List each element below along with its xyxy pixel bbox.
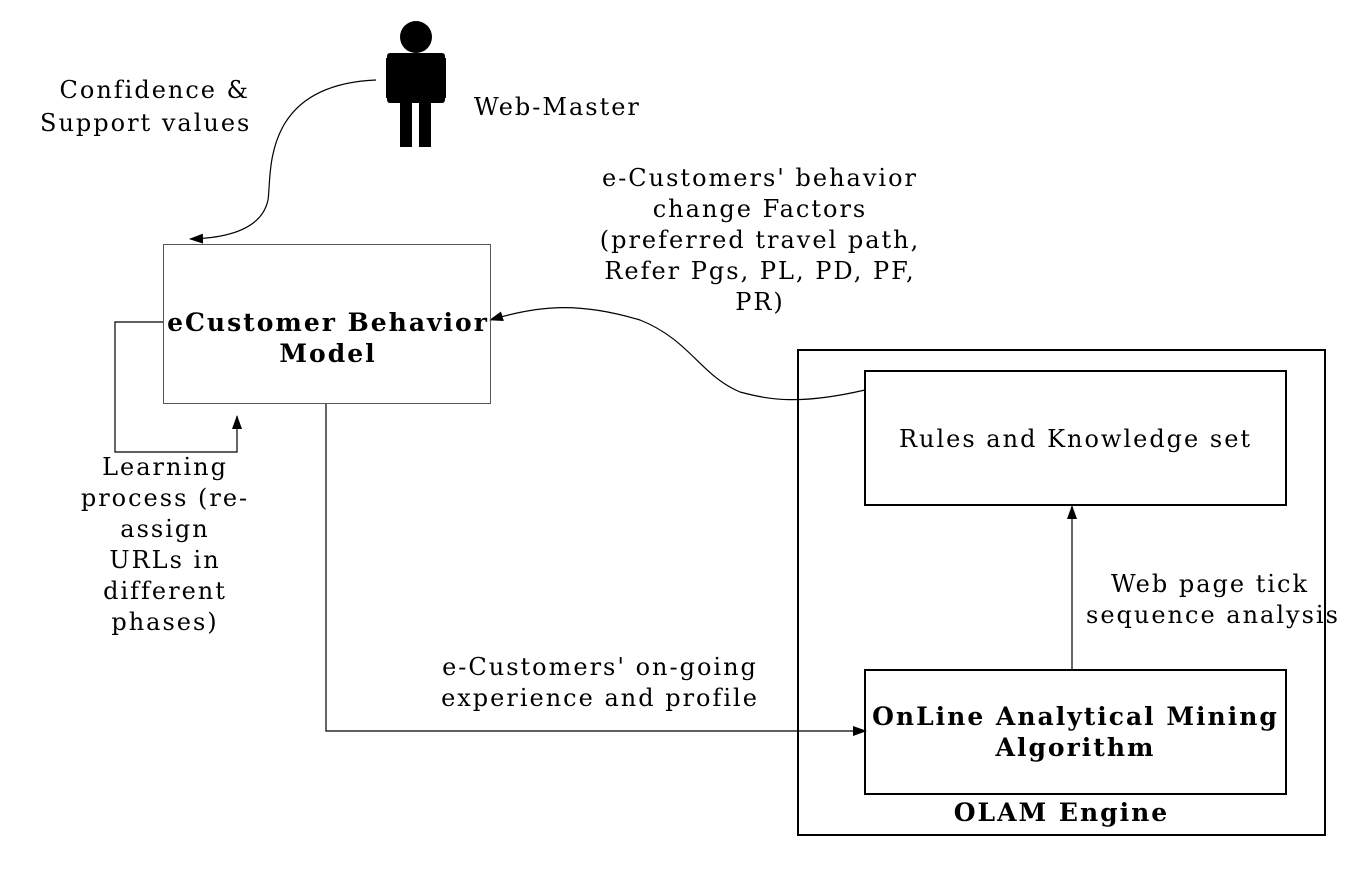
mining-line-2: Algorithm bbox=[995, 733, 1156, 762]
learning-line-6: phases) bbox=[111, 608, 219, 636]
learning-line-5: different bbox=[103, 577, 227, 605]
experience-line-1: e-Customers' on-going bbox=[442, 653, 758, 681]
olam-engine-label: OLAM Engine bbox=[953, 798, 1170, 827]
factors-line-3: (preferred travel path, bbox=[599, 226, 921, 254]
factors-line-1: e-Customers' behavior bbox=[601, 164, 918, 192]
rules-knowledge-box: Rules and Knowledge set bbox=[864, 370, 1287, 506]
learning-loop-arrow bbox=[114, 321, 242, 453]
tick-analysis-label: Web page tick sequence analysis bbox=[1086, 569, 1340, 631]
learning-line-4: URLs in bbox=[109, 546, 221, 574]
olam-engine-box bbox=[797, 349, 1326, 836]
person-icon bbox=[386, 21, 446, 147]
behavior-model-title: eCustomer Behavior Model bbox=[164, 307, 492, 369]
factors-line-4: Refer Pgs, PL, PD, PF, bbox=[604, 257, 916, 285]
behavior-model-line-2: Model bbox=[279, 339, 377, 368]
confidence-support-label: Confidence & Support values bbox=[40, 75, 250, 139]
rules-knowledge-label: Rules and Knowledge set bbox=[898, 425, 1253, 453]
behavior-model-line-1: eCustomer Behavior bbox=[167, 308, 489, 337]
behavior-model-box: eCustomer Behavior Model bbox=[163, 244, 491, 404]
webmaster-to-model-arrow bbox=[189, 79, 377, 244]
learning-line-3: assign bbox=[120, 515, 210, 543]
behavior-factors-label: e-Customers' behavior change Factors (pr… bbox=[565, 163, 955, 318]
mining-algorithm-title: OnLine Analytical Mining Algorithm bbox=[866, 701, 1285, 763]
tick-line-1: Web page tick bbox=[1110, 570, 1310, 598]
webmaster-label: Web-Master bbox=[474, 93, 641, 121]
tick-line-2: sequence analysis bbox=[1086, 601, 1340, 629]
experience-line-2: experience and profile bbox=[441, 684, 759, 712]
mining-algorithm-box: OnLine Analytical Mining Algorithm bbox=[864, 669, 1287, 795]
confidence-line-1: Confidence & bbox=[59, 76, 250, 104]
learning-process-label: Learning process (re- assign URLs in dif… bbox=[70, 452, 260, 638]
model-to-mining-arrow bbox=[325, 404, 867, 736]
mining-line-1: OnLine Analytical Mining bbox=[872, 702, 1279, 731]
learning-line-1: Learning bbox=[102, 453, 228, 481]
factors-line-5: PR) bbox=[735, 288, 785, 316]
confidence-line-2: Support values bbox=[40, 109, 252, 137]
factors-feedback-arrow bbox=[489, 307, 866, 401]
factors-line-2: change Factors bbox=[652, 195, 868, 223]
learning-line-2: process (re- bbox=[80, 484, 250, 512]
experience-profile-label: e-Customers' on-going experience and pro… bbox=[410, 652, 790, 714]
